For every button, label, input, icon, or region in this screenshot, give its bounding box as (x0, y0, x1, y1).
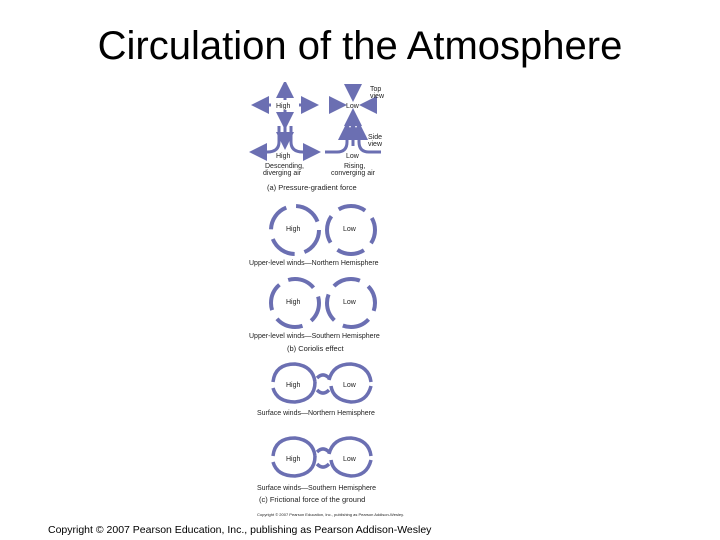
low-description-line2: converging air (331, 170, 376, 177)
side-view-high-label: High (276, 153, 291, 160)
upper-north-low-label: Low (343, 226, 357, 233)
part-a-top-view: High Low Top view (257, 84, 385, 126)
surface-north-low-label: Low (343, 382, 357, 389)
part-c-caption: (c) Frictional force of the ground (259, 495, 365, 504)
wind-circulation-figure: High Low Top view High Low Side view Des… (245, 82, 475, 522)
upper-north-high-label: High (286, 226, 301, 233)
part-a-side-view: High Low Side view Descending, diverging… (255, 126, 383, 192)
surface-south-low-label: Low (343, 456, 357, 463)
upper-north-caption: Upper-level winds—Northern Hemisphere (249, 260, 379, 267)
slide-title: Circulation of the Atmosphere (0, 24, 720, 69)
top-view-label-line1: Top (370, 86, 381, 93)
top-view-label-line2: view (370, 93, 385, 100)
low-description-line1: Rising, (344, 163, 365, 170)
part-a-caption: (a) Pressure-gradient force (267, 183, 357, 192)
slide-copyright: Copyright © 2007 Pearson Education, Inc.… (48, 524, 431, 536)
figure-copyright: Copyright © 2007 Pearson Education, Inc.… (257, 512, 404, 517)
side-view-label-line2: view (368, 141, 383, 148)
side-view-label-line1: Side (368, 134, 382, 141)
surface-south-caption: Surface winds—Southern Hemisphere (257, 485, 376, 492)
upper-south-caption: Upper-level winds—Southern Hemisphere (249, 333, 380, 340)
part-b-caption: (b) Coriolis effect (287, 344, 344, 353)
high-description-line2: diverging air (263, 170, 302, 177)
upper-south-low-label: Low (343, 299, 357, 306)
top-view-low-label: Low (346, 103, 360, 110)
side-view-low-label: Low (346, 153, 360, 160)
top-view-high-label: High (276, 103, 291, 110)
high-description-line1: Descending, (265, 163, 304, 170)
surface-south-high-label: High (286, 456, 301, 463)
surface-north-caption: Surface winds—Northern Hemisphere (257, 410, 375, 417)
upper-south-high-label: High (286, 299, 301, 306)
surface-north-high-label: High (286, 382, 301, 389)
high-descending-arrows (255, 126, 315, 152)
